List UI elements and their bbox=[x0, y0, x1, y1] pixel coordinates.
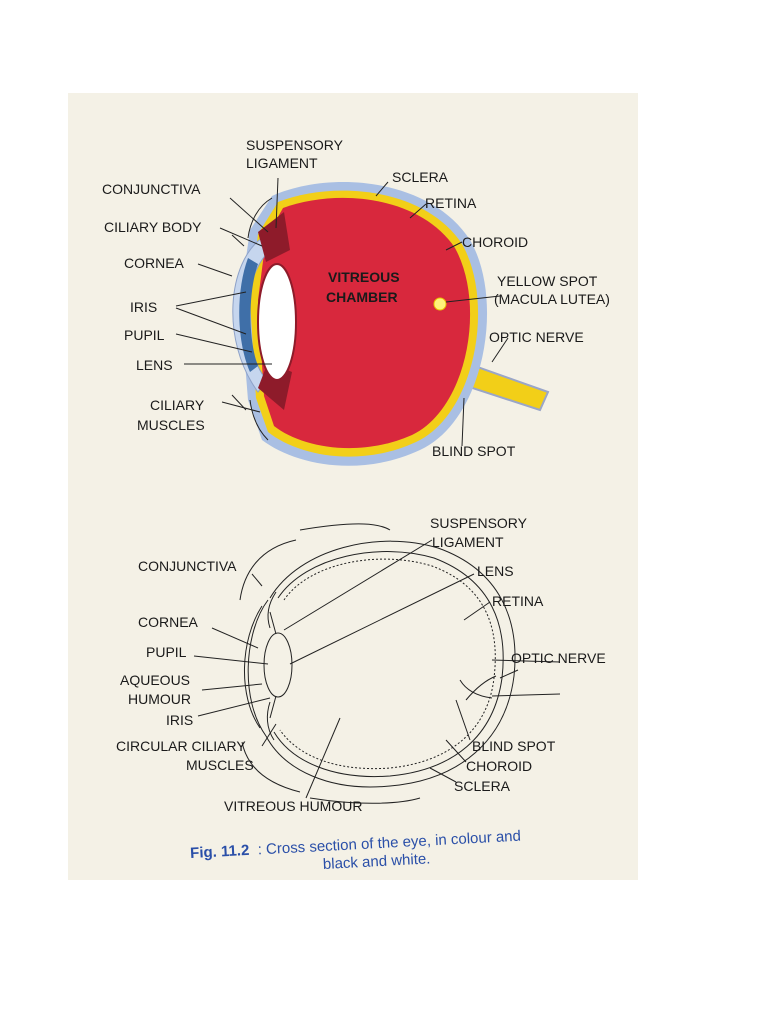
bw-label-pupil: PUPIL bbox=[146, 644, 187, 660]
bw-label-circular-ciliary-muscles-2: MUSCLES bbox=[186, 757, 254, 773]
bw-label-sclera: SCLERA bbox=[454, 778, 511, 794]
label-blind-spot: BLIND SPOT bbox=[432, 443, 516, 459]
label-lens: LENS bbox=[136, 357, 173, 373]
figure-caption: Fig. 11.2 : Cross section of the eye, in… bbox=[190, 828, 522, 873]
label-optic-nerve: OPTIC NERVE bbox=[489, 329, 584, 345]
colour-eye-diagram: SUSPENSORY LIGAMENT SCLERA CONJUNCTIVA R… bbox=[102, 137, 610, 466]
eyeball-shape bbox=[258, 197, 471, 449]
bw-label-aqueous-humour-1: AQUEOUS bbox=[120, 672, 190, 688]
label-yellow-spot-1: YELLOW SPOT bbox=[497, 273, 598, 289]
label-suspensory-ligament-2: LIGAMENT bbox=[246, 155, 318, 171]
label-ciliary-muscles-2: MUSCLES bbox=[137, 417, 205, 433]
ciliary-body-shape bbox=[258, 212, 290, 262]
caption-line-2: black and white. bbox=[322, 850, 430, 873]
bw-label-blind-spot: BLIND SPOT bbox=[472, 738, 556, 754]
label-ciliary-body: CILIARY BODY bbox=[104, 219, 202, 235]
label-sclera: SCLERA bbox=[392, 169, 449, 185]
label-vitreous-chamber-1: VITREOUS bbox=[328, 269, 400, 285]
label-retina: RETINA bbox=[425, 195, 477, 211]
label-ciliary-muscles-1: CILIARY bbox=[150, 397, 205, 413]
bw-label-lens: LENS bbox=[477, 563, 514, 579]
label-cornea: CORNEA bbox=[124, 255, 185, 271]
bw-label-retina: RETINA bbox=[492, 593, 544, 609]
label-yellow-spot-2: (MACULA LUTEA) bbox=[494, 291, 610, 307]
bw-label-suspensory-ligament-1: SUSPENSORY bbox=[430, 515, 528, 531]
label-pupil: PUPIL bbox=[124, 327, 165, 343]
bw-label-vitreous-humour: VITREOUS HUMOUR bbox=[224, 798, 362, 814]
bw-label-choroid: CHOROID bbox=[466, 758, 532, 774]
bw-label-suspensory-ligament-2: LIGAMENT bbox=[432, 534, 504, 550]
caption-fig-number: Fig. 11.2 bbox=[190, 842, 250, 862]
label-choroid: CHOROID bbox=[462, 234, 528, 250]
bw-lens-shape bbox=[263, 632, 293, 698]
bw-label-aqueous-humour-2: HUMOUR bbox=[128, 691, 191, 707]
lens-shape bbox=[257, 263, 297, 381]
bw-label-iris: IRIS bbox=[166, 712, 193, 728]
label-vitreous-chamber-2: CHAMBER bbox=[326, 289, 398, 305]
label-conjunctiva: CONJUNCTIVA bbox=[102, 181, 201, 197]
bw-label-cornea: CORNEA bbox=[138, 614, 199, 630]
bw-label-optic-nerve: OPTIC NERVE bbox=[511, 650, 606, 666]
iris-shape bbox=[239, 258, 258, 372]
bw-label-conjunctiva: CONJUNCTIVA bbox=[138, 558, 237, 574]
yellow-spot-shape bbox=[433, 297, 447, 311]
label-iris: IRIS bbox=[130, 299, 157, 315]
bw-eye-diagram: SUSPENSORY LIGAMENT CONJUNCTIVA LENS RET… bbox=[116, 515, 606, 814]
label-suspensory-ligament-1: SUSPENSORY bbox=[246, 137, 344, 153]
bw-label-circular-ciliary-muscles-1: CIRCULAR CILIARY bbox=[116, 738, 246, 754]
